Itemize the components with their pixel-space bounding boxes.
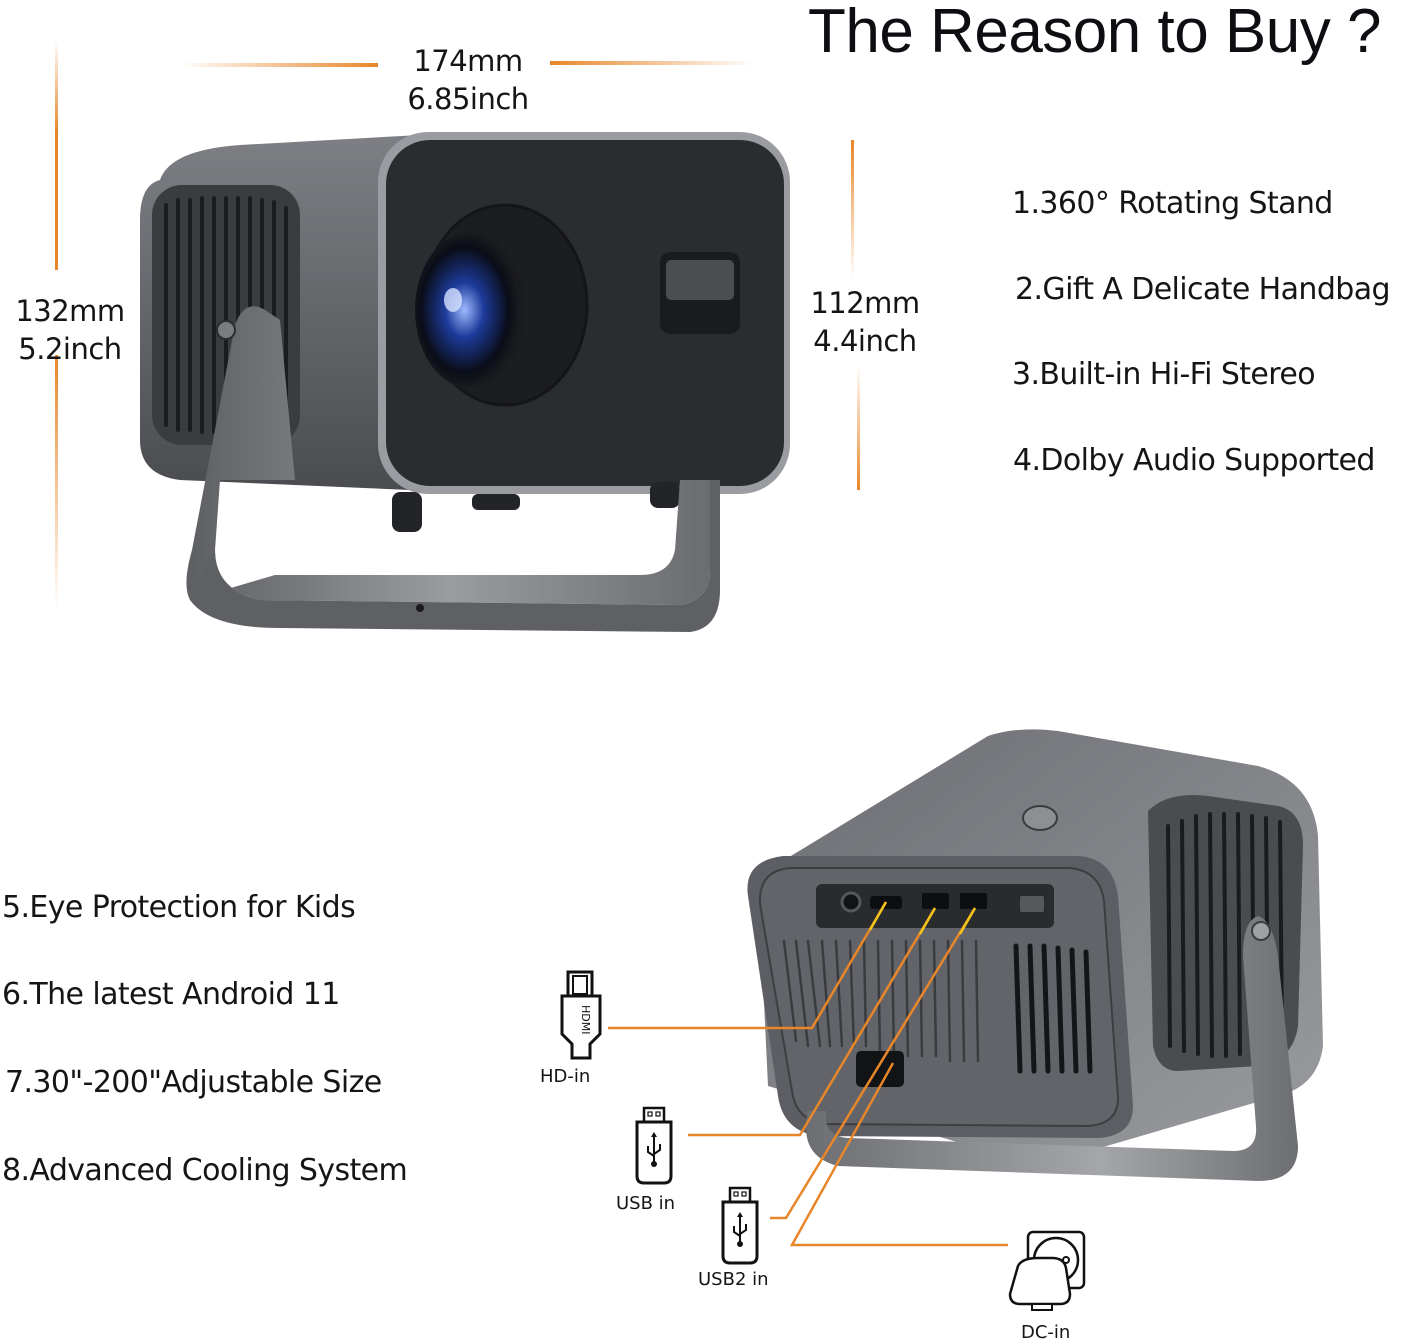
feature-item: 3.Built-in Hi-Fi Stereo (1012, 357, 1316, 392)
usb-drive-icon (635, 1106, 673, 1185)
feature-item: 8.Advanced Cooling System (2, 1153, 408, 1188)
depth-mm: 112mm (810, 286, 920, 320)
dimension-lines (55, 40, 860, 610)
usb1-callout-line (688, 907, 937, 1137)
projector-back-image (747, 729, 1323, 1181)
port-label-usb1: USB in (616, 1193, 676, 1214)
usb2-callout-line (770, 907, 977, 1220)
hdmi-plug-icon: HDMI (560, 970, 602, 1060)
feature-item: 6.The latest Android 11 (2, 977, 340, 1012)
power-plug-icon (1008, 1230, 1086, 1311)
depth-dimension: 112mm 4.4inch (800, 284, 930, 360)
feature-item: 7.30"-200"Adjustable Size (5, 1065, 382, 1100)
feature-item: 5.Eye Protection for Kids (2, 890, 356, 925)
projector-front-image (140, 132, 790, 632)
height-dimension: 132mm 5.2inch (8, 292, 132, 368)
height-mm: 132mm (15, 294, 125, 328)
depth-inch: 4.4inch (813, 324, 917, 358)
feature-item: 4.Dolby Audio Supported (1013, 443, 1375, 478)
height-inch: 5.2inch (18, 332, 122, 366)
port-label-usb2: USB2 in (698, 1269, 769, 1290)
hdmi-callout-line (608, 901, 888, 1030)
dc-callout-line (789, 1062, 1008, 1247)
feature-item: 1.360° Rotating Stand (1012, 186, 1333, 221)
width-dimension: 174mm 6.85inch (388, 42, 548, 118)
width-inch: 6.85inch (407, 82, 529, 116)
port-label-dc: DC-in (1021, 1322, 1071, 1343)
usb-drive-icon (721, 1186, 759, 1265)
port-label-hdmi: HD-in (540, 1066, 591, 1087)
width-mm: 174mm (413, 44, 523, 78)
svg-text:HDMI: HDMI (579, 1005, 592, 1034)
page-title: The Reason to Buy ? (808, 0, 1381, 66)
feature-item: 2.Gift A Delicate Handbag (1015, 272, 1391, 307)
